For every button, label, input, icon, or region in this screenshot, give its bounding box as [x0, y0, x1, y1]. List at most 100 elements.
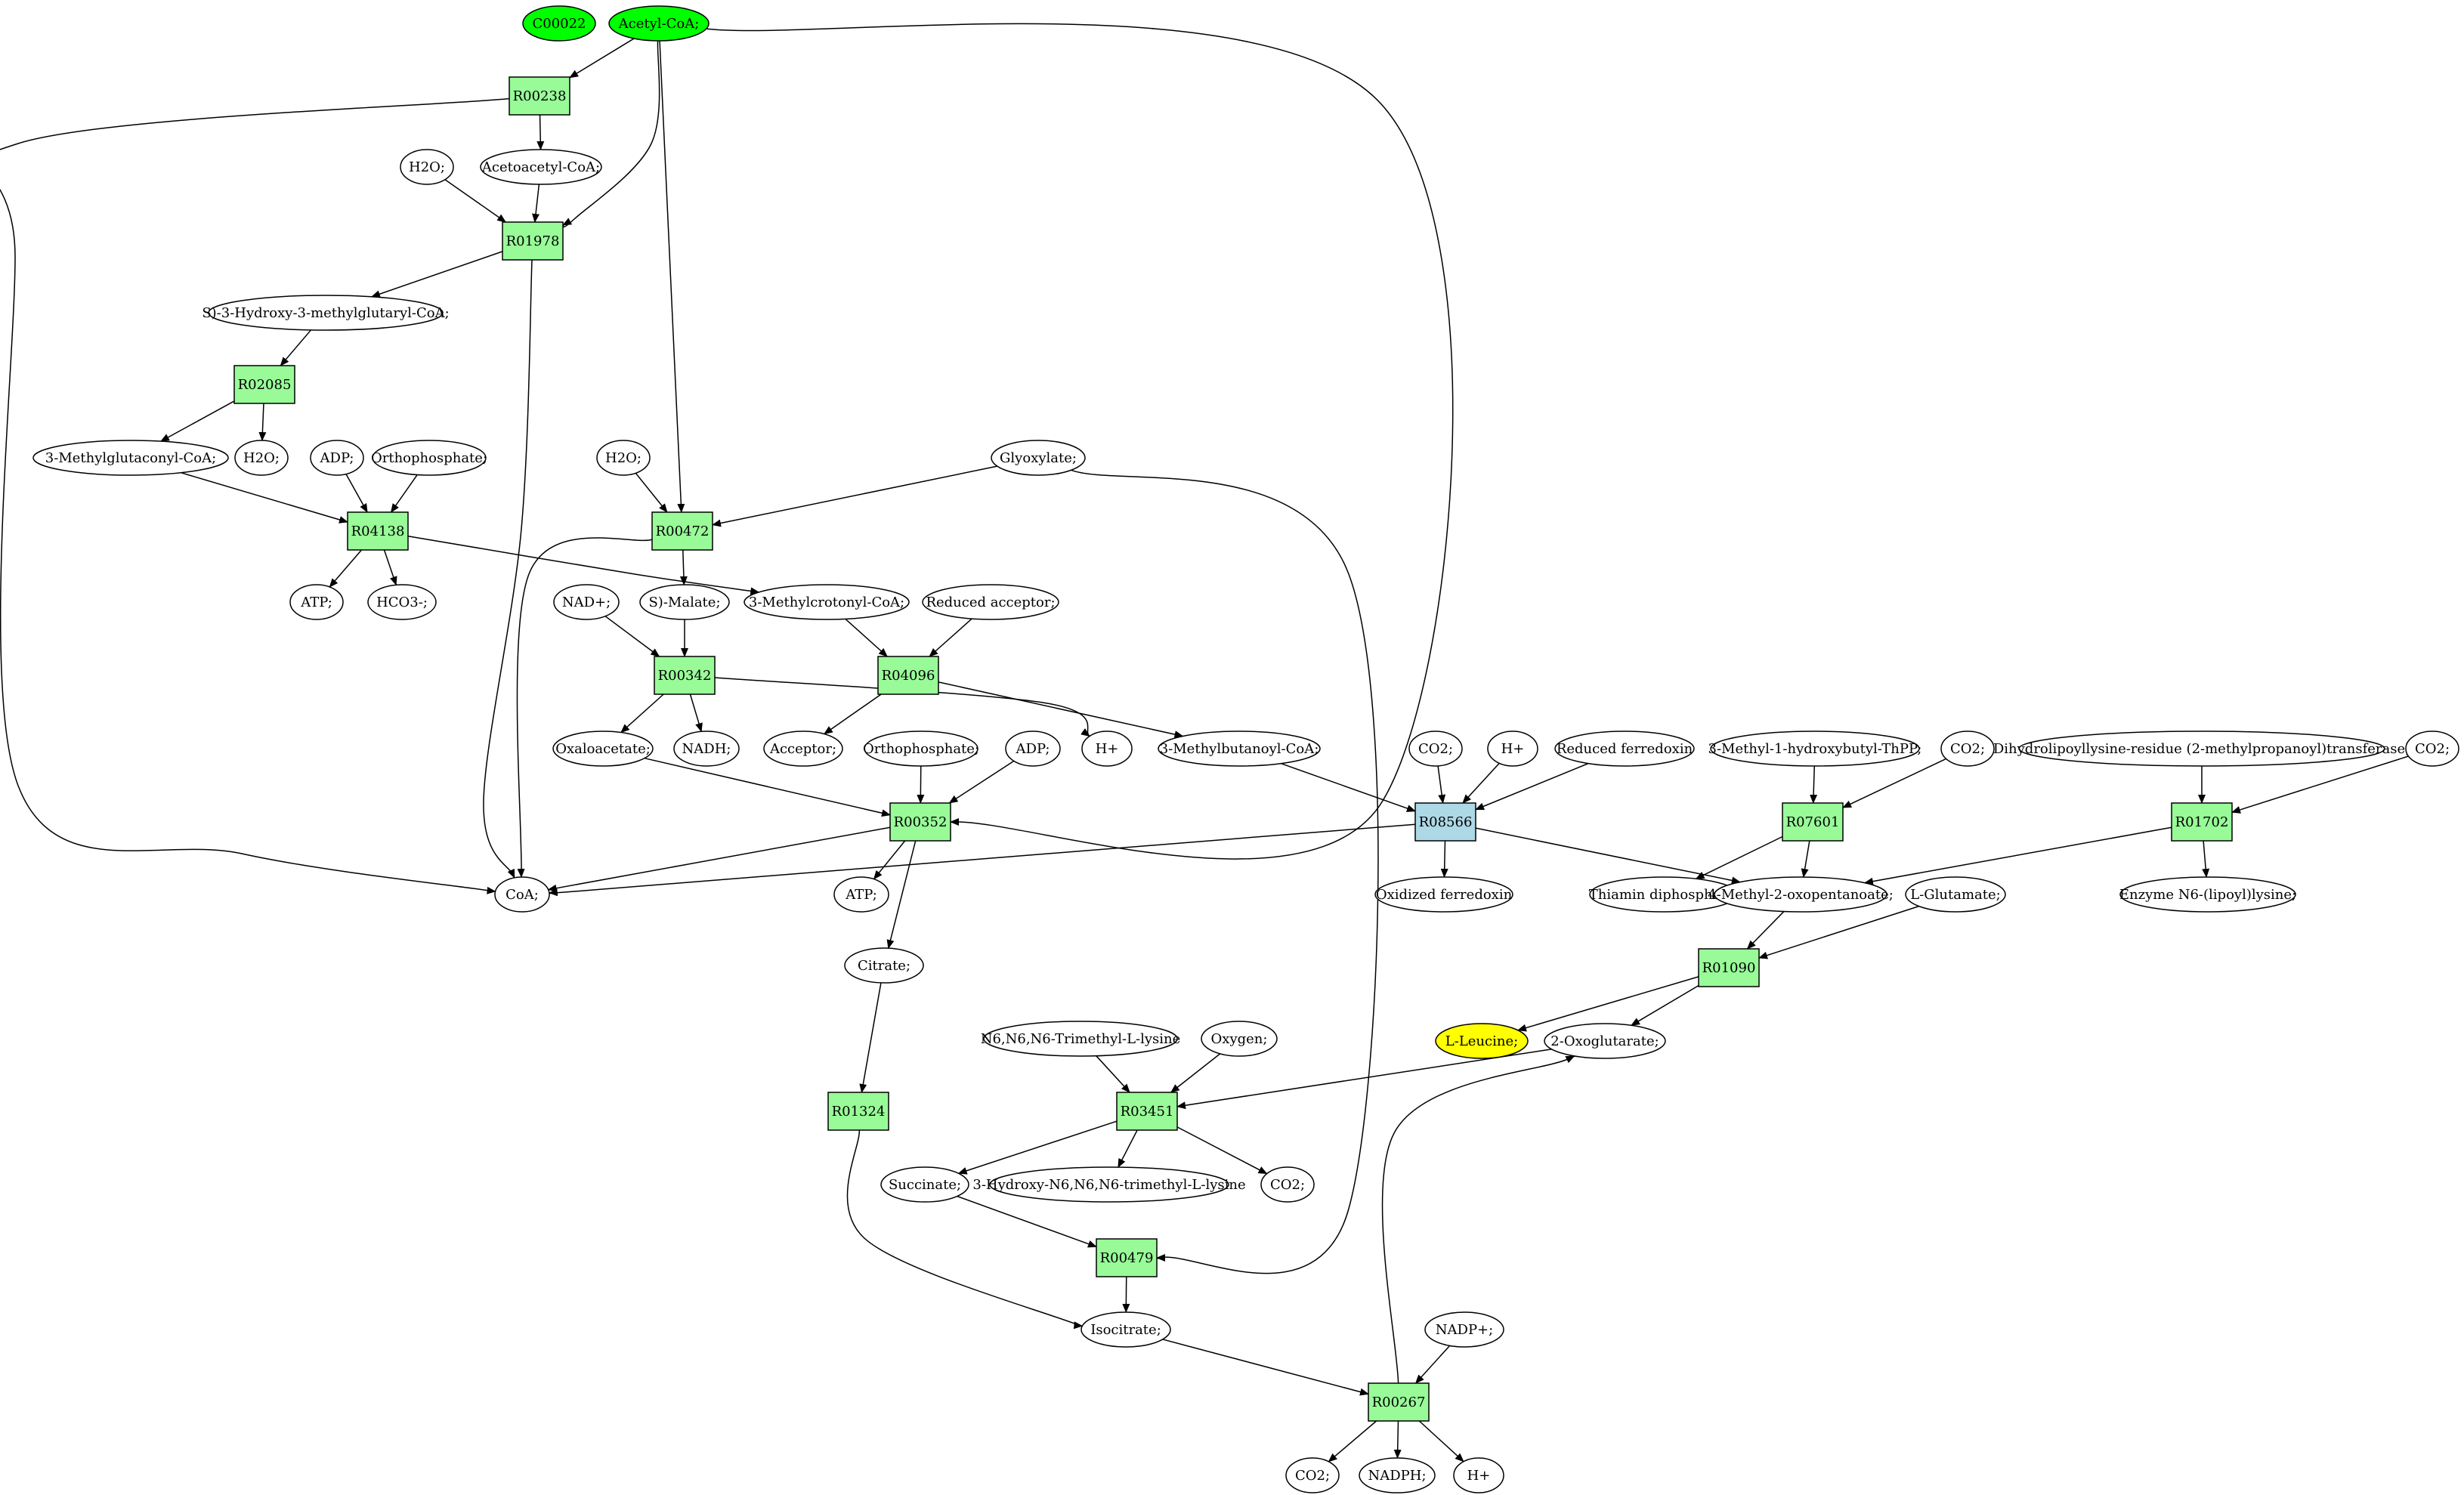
compound-node-nad[interactable]: NAD+;: [553, 584, 620, 620]
compound-node-thiamin-diphosphate[interactable]: Thiamin diphosphate;: [1589, 876, 1739, 913]
reaction-node-r00342[interactable]: R00342: [654, 656, 716, 695]
compound-node-hmg-coa[interactable]: S)-3-Hydroxy-3-methylglutaryl-CoA;: [202, 295, 450, 331]
compound-node-methylbutanoyl-coa[interactable]: 3-Methylbutanoyl-CoA;: [1158, 731, 1321, 767]
compound-node-l-leucine[interactable]: L-Leucine;: [1435, 1023, 1529, 1059]
compound-node-oxaloacetate[interactable]: Oxaloacetate;: [552, 731, 654, 767]
compound-node-isocitrate[interactable]: Isocitrate;: [1081, 1311, 1171, 1348]
compound-node-enzyme-lipoyl[interactable]: Enzyme N6-(lipoyl)lysine;: [2119, 876, 2296, 913]
compound-node-glyoxylate[interactable]: Glyoxylate;: [991, 440, 1086, 476]
edge-adp-2-to-r00352: [948, 760, 1015, 804]
compound-ellipse: [608, 5, 710, 42]
node-label: 3-Methylbutanoyl-CoA;: [1160, 741, 1319, 757]
edge-oxaloacetate-to-r00352: [644, 757, 891, 817]
compound-node-orthophosphate-1[interactable]: Orthophosphate;: [371, 440, 487, 476]
compound-node-atp-1[interactable]: ATP;: [289, 584, 344, 620]
edge-r00352-to-coa: [547, 826, 891, 892]
edge-citrate-to-r01324: [859, 982, 882, 1093]
node-label: Thiamin diphosphate;: [1589, 887, 1739, 903]
compound-node-succinate[interactable]: Succinate;: [880, 1166, 969, 1203]
edge-r03451-to-succinate: [957, 1120, 1118, 1175]
compound-node-h2o-2[interactable]: H2O;: [234, 440, 289, 476]
compound-ellipse: [367, 584, 437, 620]
compound-node-l-glutamate[interactable]: L-Glutamate;: [1905, 876, 2006, 913]
node-label: Orthophosphate;: [863, 741, 979, 757]
compound-node-adp-2[interactable]: ADP;: [1005, 731, 1061, 767]
compound-node-co2-2[interactable]: CO2;: [1940, 731, 1995, 767]
compound-node-h-plus-3[interactable]: H+: [1453, 1457, 1504, 1493]
compound-node-h2o-3[interactable]: H2O;: [596, 440, 651, 476]
reaction-node-r00238[interactable]: R00238: [509, 76, 570, 116]
compound-node-oxidized-ferredoxin[interactable]: Oxidized ferredoxin: [1374, 876, 1513, 913]
reaction-node-r08566[interactable]: R08566: [1414, 802, 1476, 842]
compound-node-methyl-oxopentanoate[interactable]: 4-Methyl-2-oxopentanoate;: [1708, 876, 1894, 913]
node-label: R01978: [506, 233, 560, 249]
node-label: R04138: [351, 524, 405, 539]
reaction-box: [502, 221, 564, 261]
reaction-node-r01702[interactable]: R01702: [2171, 802, 2233, 842]
compound-node-dihydrolipoyllysine[interactable]: Dihydrolipoyllysine-residue (2-methylpro…: [1993, 731, 2410, 767]
compound-node-co2-1[interactable]: CO2;: [1408, 731, 1463, 767]
compound-node-acceptor[interactable]: Acceptor;: [763, 731, 843, 767]
compound-node-co2-5[interactable]: CO2;: [1285, 1457, 1340, 1493]
compound-node-acetoacetyl-coa[interactable]: Acetoacetyl-CoA;: [480, 149, 602, 185]
compound-node-co2-3[interactable]: CO2;: [2405, 731, 2459, 767]
edge-r07601-to-methyl-oxopentanoate: [1801, 840, 1810, 878]
compound-node-oxygen[interactable]: Oxygen;: [1201, 1021, 1278, 1057]
compound-node-trimethyl-lysine[interactable]: N6,N6,N6-Trimethyl-L-lysine: [981, 1021, 1181, 1057]
reaction-node-r01978[interactable]: R01978: [502, 221, 564, 261]
reaction-node-r00472[interactable]: R00472: [651, 511, 713, 551]
node-label: C00022: [532, 16, 586, 32]
reaction-node-r03451[interactable]: R03451: [1116, 1092, 1178, 1131]
compound-node-acetyl-coa[interactable]: Acetyl-CoA;: [608, 5, 710, 42]
reaction-node-r01090[interactable]: R01090: [1698, 948, 1760, 987]
node-label: Oxygen;: [1211, 1031, 1268, 1047]
node-label: Orthophosphate;: [371, 450, 487, 466]
edge-nadp-to-r00267: [1414, 1345, 1451, 1384]
edge-h2o-1-to-r01978: [444, 179, 507, 223]
node-label: H+: [1501, 741, 1525, 757]
node-label: CO2;: [1270, 1177, 1305, 1193]
reaction-node-r04138[interactable]: R04138: [347, 511, 409, 551]
reaction-node-r00267[interactable]: R00267: [1368, 1382, 1430, 1422]
compound-node-nadp[interactable]: NADP+;: [1424, 1311, 1504, 1348]
node-label: H2O;: [243, 450, 280, 466]
compound-node-coa[interactable]: CoA;: [494, 876, 550, 913]
node-label: R03451: [1121, 1104, 1174, 1120]
compound-node-nadph[interactable]: NADPH;: [1359, 1457, 1436, 1493]
edge-r04138-to-hco3: [383, 549, 397, 586]
compound-node-s-malate[interactable]: S)-Malate;: [639, 584, 730, 620]
reaction-node-r07601[interactable]: R07601: [1782, 802, 1844, 842]
compound-node-co2-4[interactable]: CO2;: [1260, 1166, 1315, 1203]
node-label: CO2;: [1418, 741, 1453, 757]
reaction-node-r04096[interactable]: R04096: [877, 656, 939, 695]
compound-node-orthophosphate-2[interactable]: Orthophosphate;: [863, 731, 979, 767]
reaction-box: [1116, 1092, 1178, 1131]
compound-node-atp-2[interactable]: ATP;: [833, 876, 889, 913]
compound-node-oxoglutarate[interactable]: 2-Oxoglutarate;: [1544, 1023, 1666, 1059]
compound-ellipse: [989, 1166, 1229, 1203]
reaction-node-r00479[interactable]: R00479: [1096, 1238, 1158, 1277]
reaction-node-r01324[interactable]: R01324: [827, 1092, 889, 1131]
compound-node-methyl-hydroxybutyl-thpp[interactable]: 3-Methyl-1-hydroxybutyl-ThPP;: [1708, 731, 1922, 767]
compound-node-hydroxy-trimethyl-lysine[interactable]: 3-Hydroxy-N6,N6,N6-trimethyl-L-lysine: [972, 1166, 1246, 1203]
compound-node-methylglutaconyl-coa[interactable]: 3-Methylglutaconyl-CoA;: [32, 440, 229, 476]
reaction-node-r00352[interactable]: R00352: [889, 802, 951, 842]
compound-node-nadh[interactable]: NADH;: [673, 731, 740, 767]
compound-node-reduced-ferredoxin[interactable]: Reduced ferredoxin: [1554, 731, 1695, 767]
compound-node-h-plus-2[interactable]: H+: [1487, 731, 1538, 767]
reaction-node-r02085[interactable]: R02085: [233, 365, 295, 404]
compound-node-h2o-1[interactable]: H2O;: [400, 149, 454, 185]
compound-node-reduced-acceptor[interactable]: Reduced acceptor;: [922, 584, 1059, 620]
compound-node-citrate[interactable]: Citrate;: [844, 947, 924, 984]
compound-node-hco3[interactable]: HCO3-;: [367, 584, 437, 620]
compound-ellipse: [1374, 876, 1513, 913]
compound-ellipse: [310, 440, 364, 476]
compound-node-methylcrotonyl-coa[interactable]: 3-Methylcrotonyl-CoA;: [744, 584, 910, 620]
compound-node-c00022[interactable]: C00022: [522, 5, 596, 42]
edge-hmg-coa-to-r02085: [280, 329, 312, 366]
node-label: R01324: [832, 1104, 886, 1120]
compound-node-adp-1[interactable]: ADP;: [310, 440, 364, 476]
compound-node-h-plus-1[interactable]: H+: [1081, 731, 1133, 767]
node-label: R00267: [1372, 1395, 1426, 1410]
edge-r00342-to-h-plus-1: [714, 677, 1090, 737]
